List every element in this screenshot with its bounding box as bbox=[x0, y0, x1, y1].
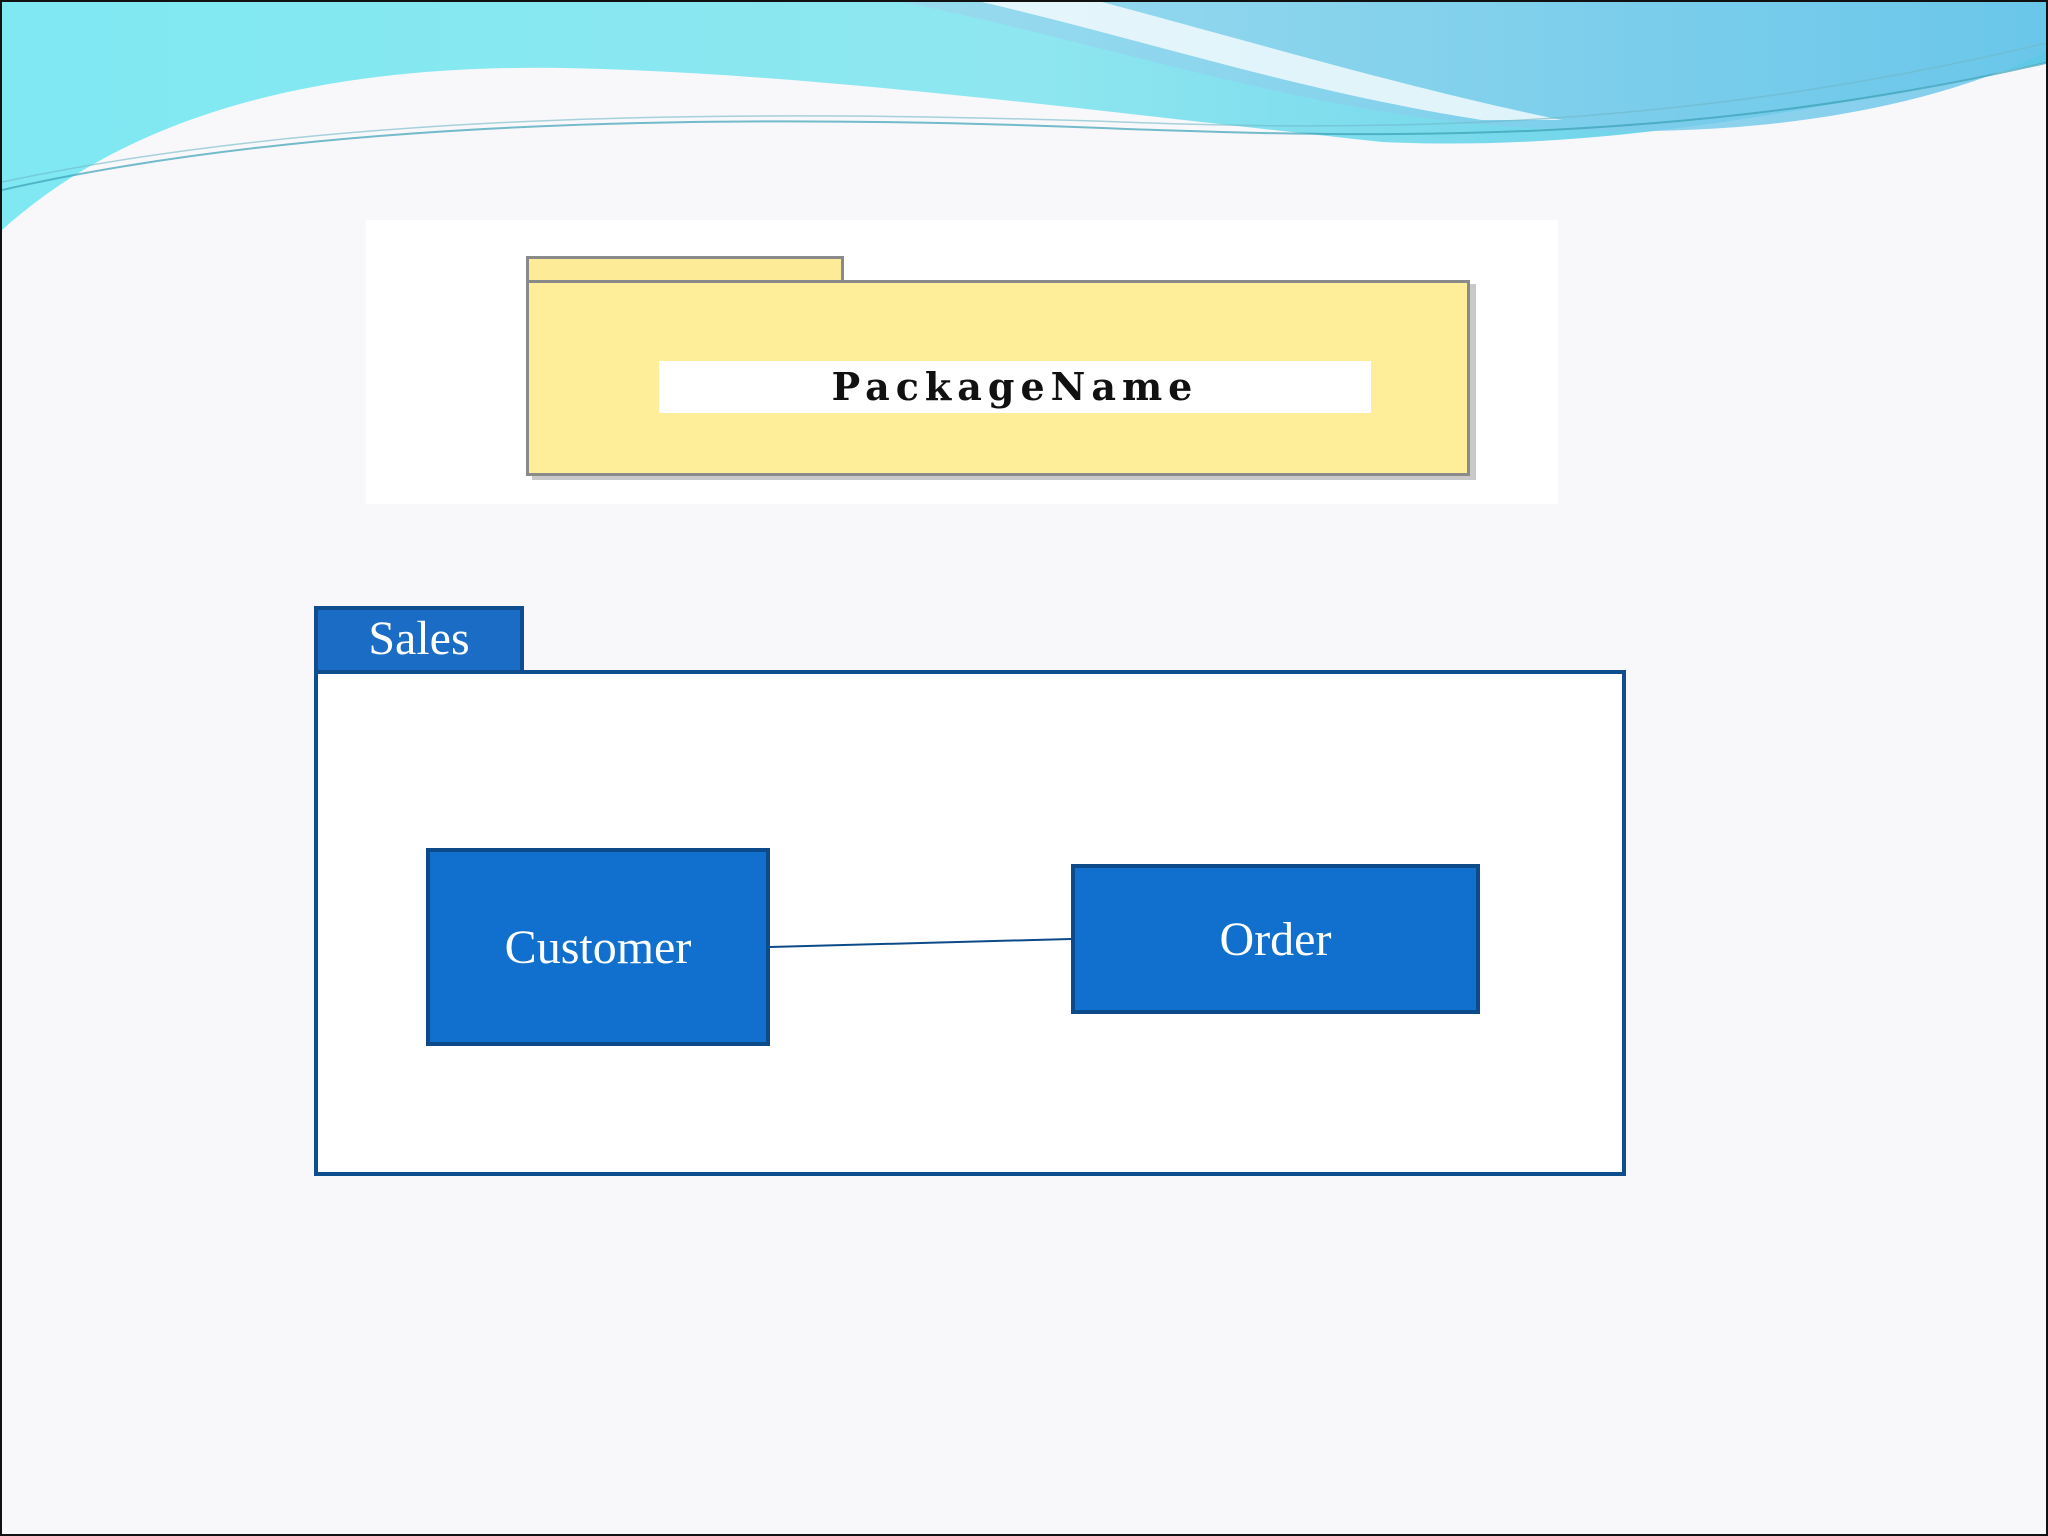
order-class-box: Order bbox=[1071, 864, 1480, 1014]
order-class-label: Order bbox=[1219, 912, 1332, 966]
package-notation-image: PackageName bbox=[366, 220, 1558, 504]
header-wave-decoration bbox=[2, 2, 2046, 230]
package-name-label-bg: PackageName bbox=[659, 361, 1371, 413]
sales-package-tab: Sales bbox=[314, 606, 524, 674]
package-folder-body: PackageName bbox=[526, 280, 1470, 476]
package-name-label: PackageName bbox=[831, 364, 1199, 409]
customer-class-label: Customer bbox=[504, 920, 692, 974]
package-folder-tab bbox=[526, 256, 844, 282]
customer-class-box: Customer bbox=[426, 848, 770, 1046]
